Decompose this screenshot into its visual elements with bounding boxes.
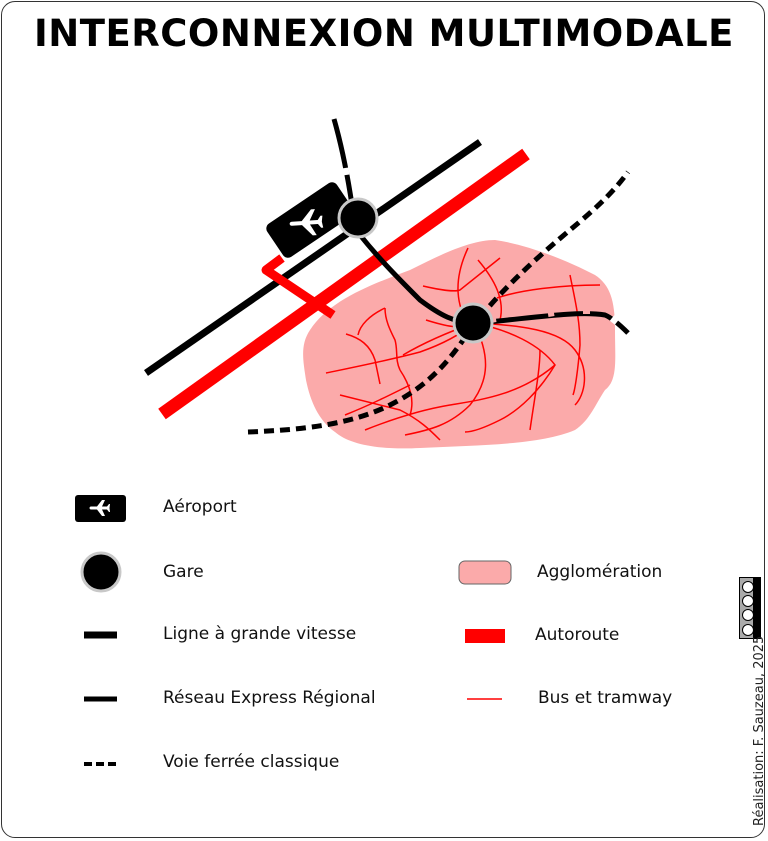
legend-label-motorway: Autoroute — [535, 625, 620, 645]
rer-line — [331, 118, 630, 335]
legend-label-rer: Réseau Express Régional — [163, 688, 376, 708]
legend-label-lgv: Ligne à grande vitesse — [163, 624, 357, 644]
airport-access-road — [261, 254, 336, 319]
legend-station-symbol — [80, 551, 122, 593]
airport-symbol — [266, 182, 354, 258]
legend-label-agglomeration: Agglomération — [537, 562, 663, 582]
legend-label-airport: Aéroport — [163, 497, 237, 517]
legend-agglomeration-symbol — [458, 560, 512, 585]
high-speed-line — [144, 139, 482, 376]
airplane-icon — [89, 500, 110, 516]
cc-by-icon — [742, 609, 754, 621]
cc-license-badge — [739, 577, 761, 639]
legend-label-classic-rail: Voie ferrée classique — [163, 752, 340, 772]
station-city — [452, 302, 494, 344]
legend-label-station: Gare — [163, 562, 204, 582]
agglomeration-area — [303, 240, 616, 449]
legend-label-bus-tram: Bus et tramway — [538, 688, 673, 708]
motorway — [158, 148, 530, 420]
cc-icon — [742, 624, 754, 636]
cc-nc-icon — [742, 595, 754, 607]
station-airport — [337, 197, 379, 239]
airplane-icon — [289, 209, 324, 236]
cc-sa-icon — [742, 581, 754, 593]
legend-airport-symbol — [75, 495, 126, 522]
credit-text: Réalisation: F. Sauzeau, 2025 — [752, 635, 767, 826]
legend-motorway-symbol — [465, 629, 505, 643]
map-title: INTERCONNEXION MULTIMODALE — [34, 12, 734, 55]
